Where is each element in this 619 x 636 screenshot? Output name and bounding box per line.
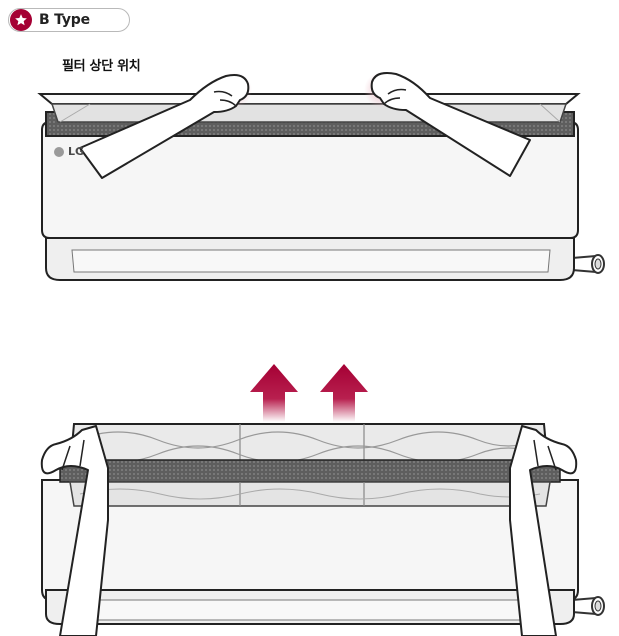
lift-arrows — [250, 364, 368, 422]
up-arrow-right-icon — [320, 364, 368, 422]
filter-position-caption: 필터 상단 위치 — [62, 59, 141, 74]
brand-logo-text: LG — [68, 145, 85, 158]
lg-logo-icon — [54, 147, 64, 157]
indoor-unit-top — [37, 93, 605, 281]
type-badge: B Type — [8, 8, 130, 32]
left-hand-top — [79, 74, 250, 179]
right-hand-top — [370, 72, 531, 177]
up-arrow-left-icon — [250, 364, 298, 422]
right-hand-bottom — [509, 425, 578, 636]
left-hand-bottom — [40, 425, 109, 636]
star-icon — [10, 9, 32, 31]
indoor-unit-bottom — [41, 423, 605, 625]
type-badge-label: B Type — [39, 12, 90, 28]
